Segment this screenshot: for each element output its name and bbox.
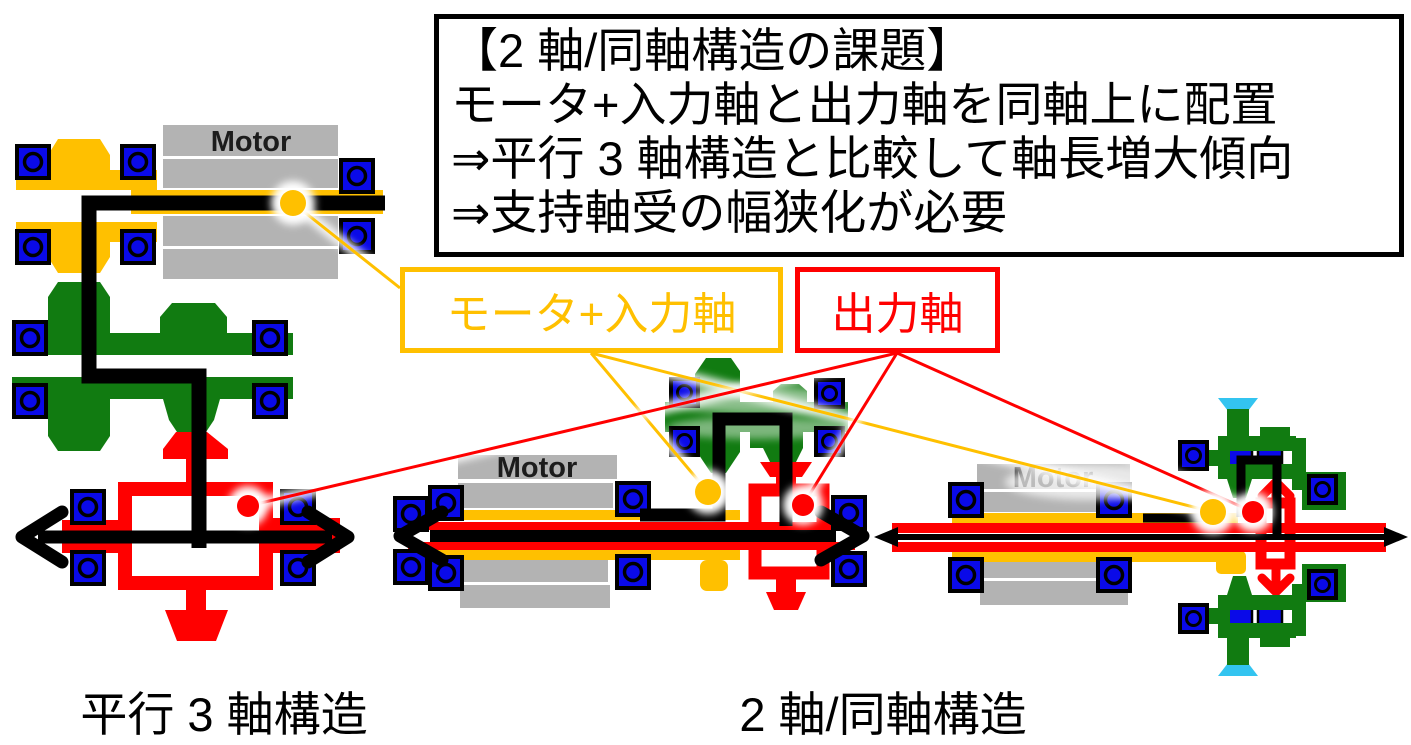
- arrowhead-left-icon: [874, 527, 898, 547]
- output-shaft-callout-label: 出力軸: [831, 290, 964, 339]
- output-shaft-callout: 出力軸: [795, 267, 1000, 353]
- bearing-icon: [339, 158, 375, 194]
- counter-gears: [12, 282, 293, 451]
- input-shaft-callout-label: モータ+入力軸: [446, 290, 737, 339]
- leader-line: [292, 201, 401, 290]
- bearing-icon: [615, 554, 651, 590]
- caption-parallel-3axis: 平行 3 軸構造: [80, 688, 368, 741]
- leader-line: [896, 351, 1254, 514]
- output-shaft-dot: [237, 495, 259, 517]
- input-shaft-callout: モータ+入力軸: [400, 267, 783, 353]
- arrowhead-right-icon: [301, 505, 355, 569]
- two-axis-diagram: Motor: [393, 358, 870, 610]
- input-shaft: [423, 510, 740, 591]
- axle-arrow: [393, 505, 870, 567]
- input-shaft-dot: [280, 190, 306, 216]
- bearing-icon: [120, 144, 156, 180]
- arrowhead-left-icon: [393, 505, 449, 567]
- bearing-icon: [252, 383, 288, 419]
- bearing-icon: [15, 144, 51, 180]
- bearing-icon: [70, 489, 106, 525]
- power-flow-line: [1236, 455, 1282, 540]
- output-shaft-leaders: [246, 347, 1256, 518]
- bearing-icon: [1178, 440, 1209, 471]
- challenge-text-box: 【2 軸/同軸構造の課題】 モータ+入力軸と出力軸を同軸上に配置 ⇒平行 3 軸…: [434, 14, 1404, 257]
- bearing-icon: [1096, 557, 1132, 593]
- input-gear-hub: [48, 139, 110, 170]
- input-shaft-leaders: [289, 198, 1215, 518]
- motor-label: Motor: [211, 126, 292, 158]
- callout-dots: [228, 181, 1273, 534]
- challenge-line: ⇒支持軸受の幅狭化が必要: [451, 186, 1008, 239]
- output-shaft-dot: [1242, 501, 1264, 523]
- leader-line: [247, 351, 898, 508]
- motor-label: Motor: [497, 452, 578, 484]
- axle-arrow: [15, 505, 355, 569]
- challenge-line: モータ+入力軸と出力軸を同軸上に配置: [451, 78, 1278, 131]
- parallel-3axis-diagram: Motor: [12, 125, 385, 641]
- challenge-line: ⇒平行 3 軸構造と比較して軸長増大傾向: [451, 132, 1294, 185]
- power-flow-line: [640, 412, 793, 526]
- bearing-icon: [814, 378, 845, 409]
- arrowhead-left-icon: [15, 505, 69, 569]
- bearing-icon: [12, 320, 48, 356]
- input-shaft-dot: [695, 479, 721, 505]
- bearing-icon: [120, 229, 156, 265]
- motor-body: Motor: [458, 452, 617, 608]
- output-shaft-dot: [792, 494, 814, 516]
- bearing-icon: [252, 320, 288, 356]
- leader-line: [590, 351, 1214, 514]
- motor-body: Motor: [163, 125, 338, 279]
- challenge-title: 【2 軸/同軸構造の課題】: [451, 24, 974, 77]
- bearing-icon: [948, 482, 984, 518]
- arrowhead-right-icon: [814, 505, 870, 567]
- power-flow-line: [81, 195, 385, 548]
- bearing-icon: [948, 557, 984, 593]
- sun-cap: [1218, 398, 1258, 411]
- leader-line: [589, 352, 710, 493]
- arrowhead-right-icon: [1384, 527, 1408, 547]
- leader-line: [801, 352, 899, 506]
- caption-2axis-coaxial: 2 軸/同軸構造: [739, 688, 1027, 741]
- output-shaft: [408, 522, 855, 530]
- axle-arrow: [874, 527, 1408, 547]
- down-arrow-icon: [1257, 573, 1295, 597]
- bearing-icon: [15, 229, 51, 265]
- input-shaft-dot: [1200, 499, 1226, 525]
- bearing-icon: [12, 383, 48, 419]
- bearing-icon: [1307, 474, 1338, 505]
- bearing-icon: [70, 550, 106, 586]
